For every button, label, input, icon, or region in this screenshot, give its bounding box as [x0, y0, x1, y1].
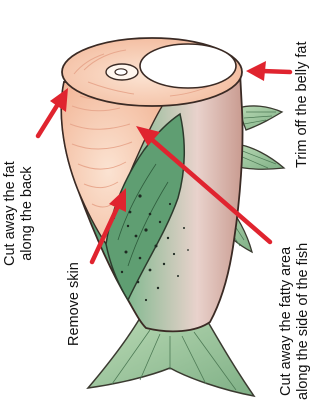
label-cut-back-fat-line1: Cut away the fat [2, 161, 19, 266]
label-remove-skin: Remove skin [66, 262, 83, 346]
label-cut-back-fat: Cut away the fat along the back [2, 161, 36, 266]
label-cut-fatty-area-line2: along the side of the fish [295, 243, 312, 400]
label-cut-back-fat-line2: along the back [19, 161, 36, 266]
arrow-trim-belly-fat [246, 61, 290, 81]
label-trim-belly-fat-text: Trim off the belly fat [294, 41, 311, 168]
label-cut-fatty-area-line1: Cut away the fatty area [278, 243, 295, 400]
label-trim-belly-fat: Trim off the belly fat [294, 41, 311, 168]
label-cut-fatty-area: Cut away the fatty area along the side o… [278, 243, 312, 400]
belly-cavity [140, 44, 236, 88]
label-remove-skin-text: Remove skin [66, 262, 83, 346]
